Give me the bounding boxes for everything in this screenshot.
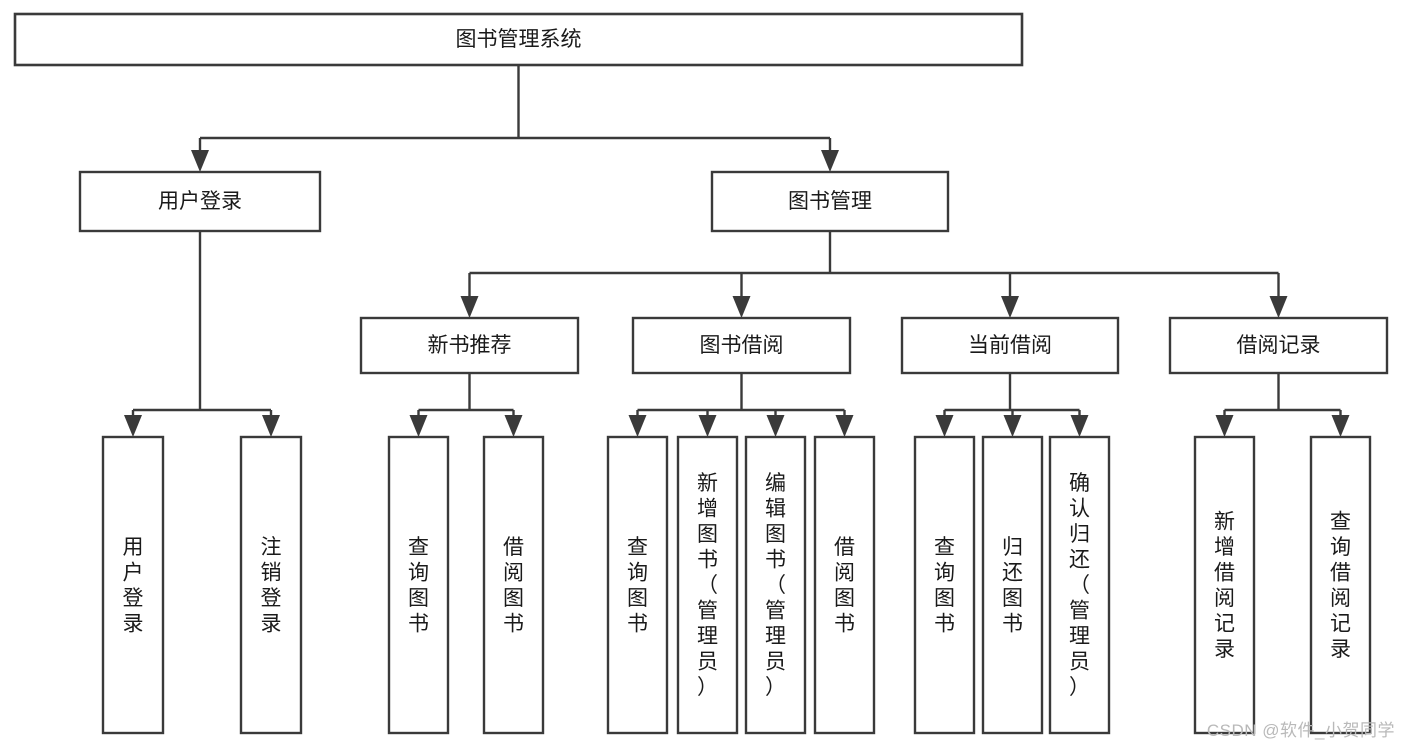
arrow-head bbox=[1215, 415, 1234, 437]
node-leaf[interactable]: 新增图书（管理员） bbox=[676, 435, 739, 735]
node-box bbox=[78, 170, 322, 233]
node-label: 查询图书 bbox=[934, 536, 955, 636]
arrow-head bbox=[191, 150, 209, 172]
node-label: 确认归还（管理员） bbox=[1069, 472, 1090, 699]
node-label: 查询图书 bbox=[627, 536, 648, 636]
node-leaf[interactable]: 查询图书 bbox=[606, 435, 669, 735]
arrow-head bbox=[262, 415, 280, 437]
arrow-head bbox=[1269, 296, 1288, 318]
node-leaf[interactable]: 归还图书 bbox=[981, 435, 1044, 735]
arrow-head bbox=[698, 415, 717, 437]
node-box bbox=[101, 435, 165, 735]
arrow-head bbox=[628, 415, 647, 437]
arrow-head bbox=[504, 415, 523, 437]
node-root[interactable]: 图书管理系统 bbox=[13, 12, 1024, 67]
node-leaf[interactable]: 编辑图书（管理员） bbox=[744, 435, 807, 735]
node-box bbox=[900, 316, 1120, 375]
node-level2[interactable]: 用户登录 bbox=[78, 170, 322, 233]
node-box bbox=[676, 435, 739, 735]
node-box bbox=[13, 12, 1024, 67]
node-box bbox=[1048, 435, 1111, 735]
node-level2[interactable]: 图书管理 bbox=[710, 170, 950, 233]
watermark-text: CSDN @软件_小贺同学 bbox=[1206, 721, 1395, 740]
node-label: 用户登录 bbox=[123, 536, 144, 636]
node-label: 注销登录 bbox=[261, 536, 282, 636]
node-box bbox=[913, 435, 976, 735]
node-box bbox=[387, 435, 450, 735]
node-label: 借阅图书 bbox=[503, 536, 524, 636]
node-level3[interactable]: 借阅记录 bbox=[1168, 316, 1389, 375]
node-label: 新书推荐 bbox=[428, 334, 512, 357]
node-label: 新增借阅记录 bbox=[1214, 510, 1235, 661]
node-label: 查询借阅记录 bbox=[1330, 510, 1351, 661]
node-label: 归还图书 bbox=[1002, 536, 1023, 636]
node-label: 图书管理系统 bbox=[456, 28, 582, 51]
node-leaf[interactable]: 查询图书 bbox=[387, 435, 450, 735]
node-leaf[interactable]: 注销登录 bbox=[239, 435, 303, 735]
node-label: 当前借阅 bbox=[968, 334, 1052, 357]
node-leaf[interactable]: 查询借阅记录 bbox=[1309, 435, 1372, 735]
arrow-head bbox=[732, 296, 751, 318]
edges-layer bbox=[124, 65, 1350, 437]
node-leaf[interactable]: 查询图书 bbox=[913, 435, 976, 735]
node-box bbox=[744, 435, 807, 735]
node-leaf[interactable]: 确认归还（管理员） bbox=[1048, 435, 1111, 735]
arrow-head bbox=[1070, 415, 1089, 437]
node-label: 用户登录 bbox=[158, 190, 242, 213]
arrow-head bbox=[835, 415, 854, 437]
node-level3[interactable]: 当前借阅 bbox=[900, 316, 1120, 375]
node-box bbox=[606, 435, 669, 735]
arrow-head bbox=[409, 415, 428, 437]
node-label: 借阅图书 bbox=[834, 536, 855, 636]
node-box bbox=[239, 435, 303, 735]
node-box bbox=[1309, 435, 1372, 735]
arrow-head bbox=[1003, 415, 1022, 437]
nodes-layer: 图书管理系统用户登录图书管理新书推荐图书借阅当前借阅借阅记录用户登录注销登录查询… bbox=[13, 12, 1389, 735]
arrow-head bbox=[1331, 415, 1350, 437]
node-label: 借阅记录 bbox=[1237, 334, 1321, 357]
node-level3[interactable]: 新书推荐 bbox=[359, 316, 580, 375]
node-box bbox=[1168, 316, 1389, 375]
arrow-head bbox=[124, 415, 142, 437]
arrow-head bbox=[821, 150, 839, 172]
node-level3[interactable]: 图书借阅 bbox=[631, 316, 852, 375]
node-label: 编辑图书（管理员） bbox=[765, 472, 786, 699]
node-box bbox=[482, 435, 545, 735]
node-label: 图书借阅 bbox=[700, 334, 784, 357]
node-box bbox=[359, 316, 580, 375]
arrow-head bbox=[766, 415, 785, 437]
node-label: 图书管理 bbox=[788, 190, 872, 213]
node-leaf[interactable]: 借阅图书 bbox=[482, 435, 545, 735]
node-leaf[interactable]: 新增借阅记录 bbox=[1193, 435, 1256, 735]
node-label: 新增图书（管理员） bbox=[697, 472, 718, 699]
arrow-head bbox=[1001, 296, 1019, 318]
node-box bbox=[981, 435, 1044, 735]
arrow-head bbox=[460, 296, 479, 318]
node-box bbox=[710, 170, 950, 233]
node-leaf[interactable]: 用户登录 bbox=[101, 435, 165, 735]
node-leaf[interactable]: 借阅图书 bbox=[813, 435, 876, 735]
node-box bbox=[813, 435, 876, 735]
arrow-head bbox=[935, 415, 954, 437]
node-box bbox=[1193, 435, 1256, 735]
node-box bbox=[631, 316, 852, 375]
node-label: 查询图书 bbox=[408, 536, 429, 636]
